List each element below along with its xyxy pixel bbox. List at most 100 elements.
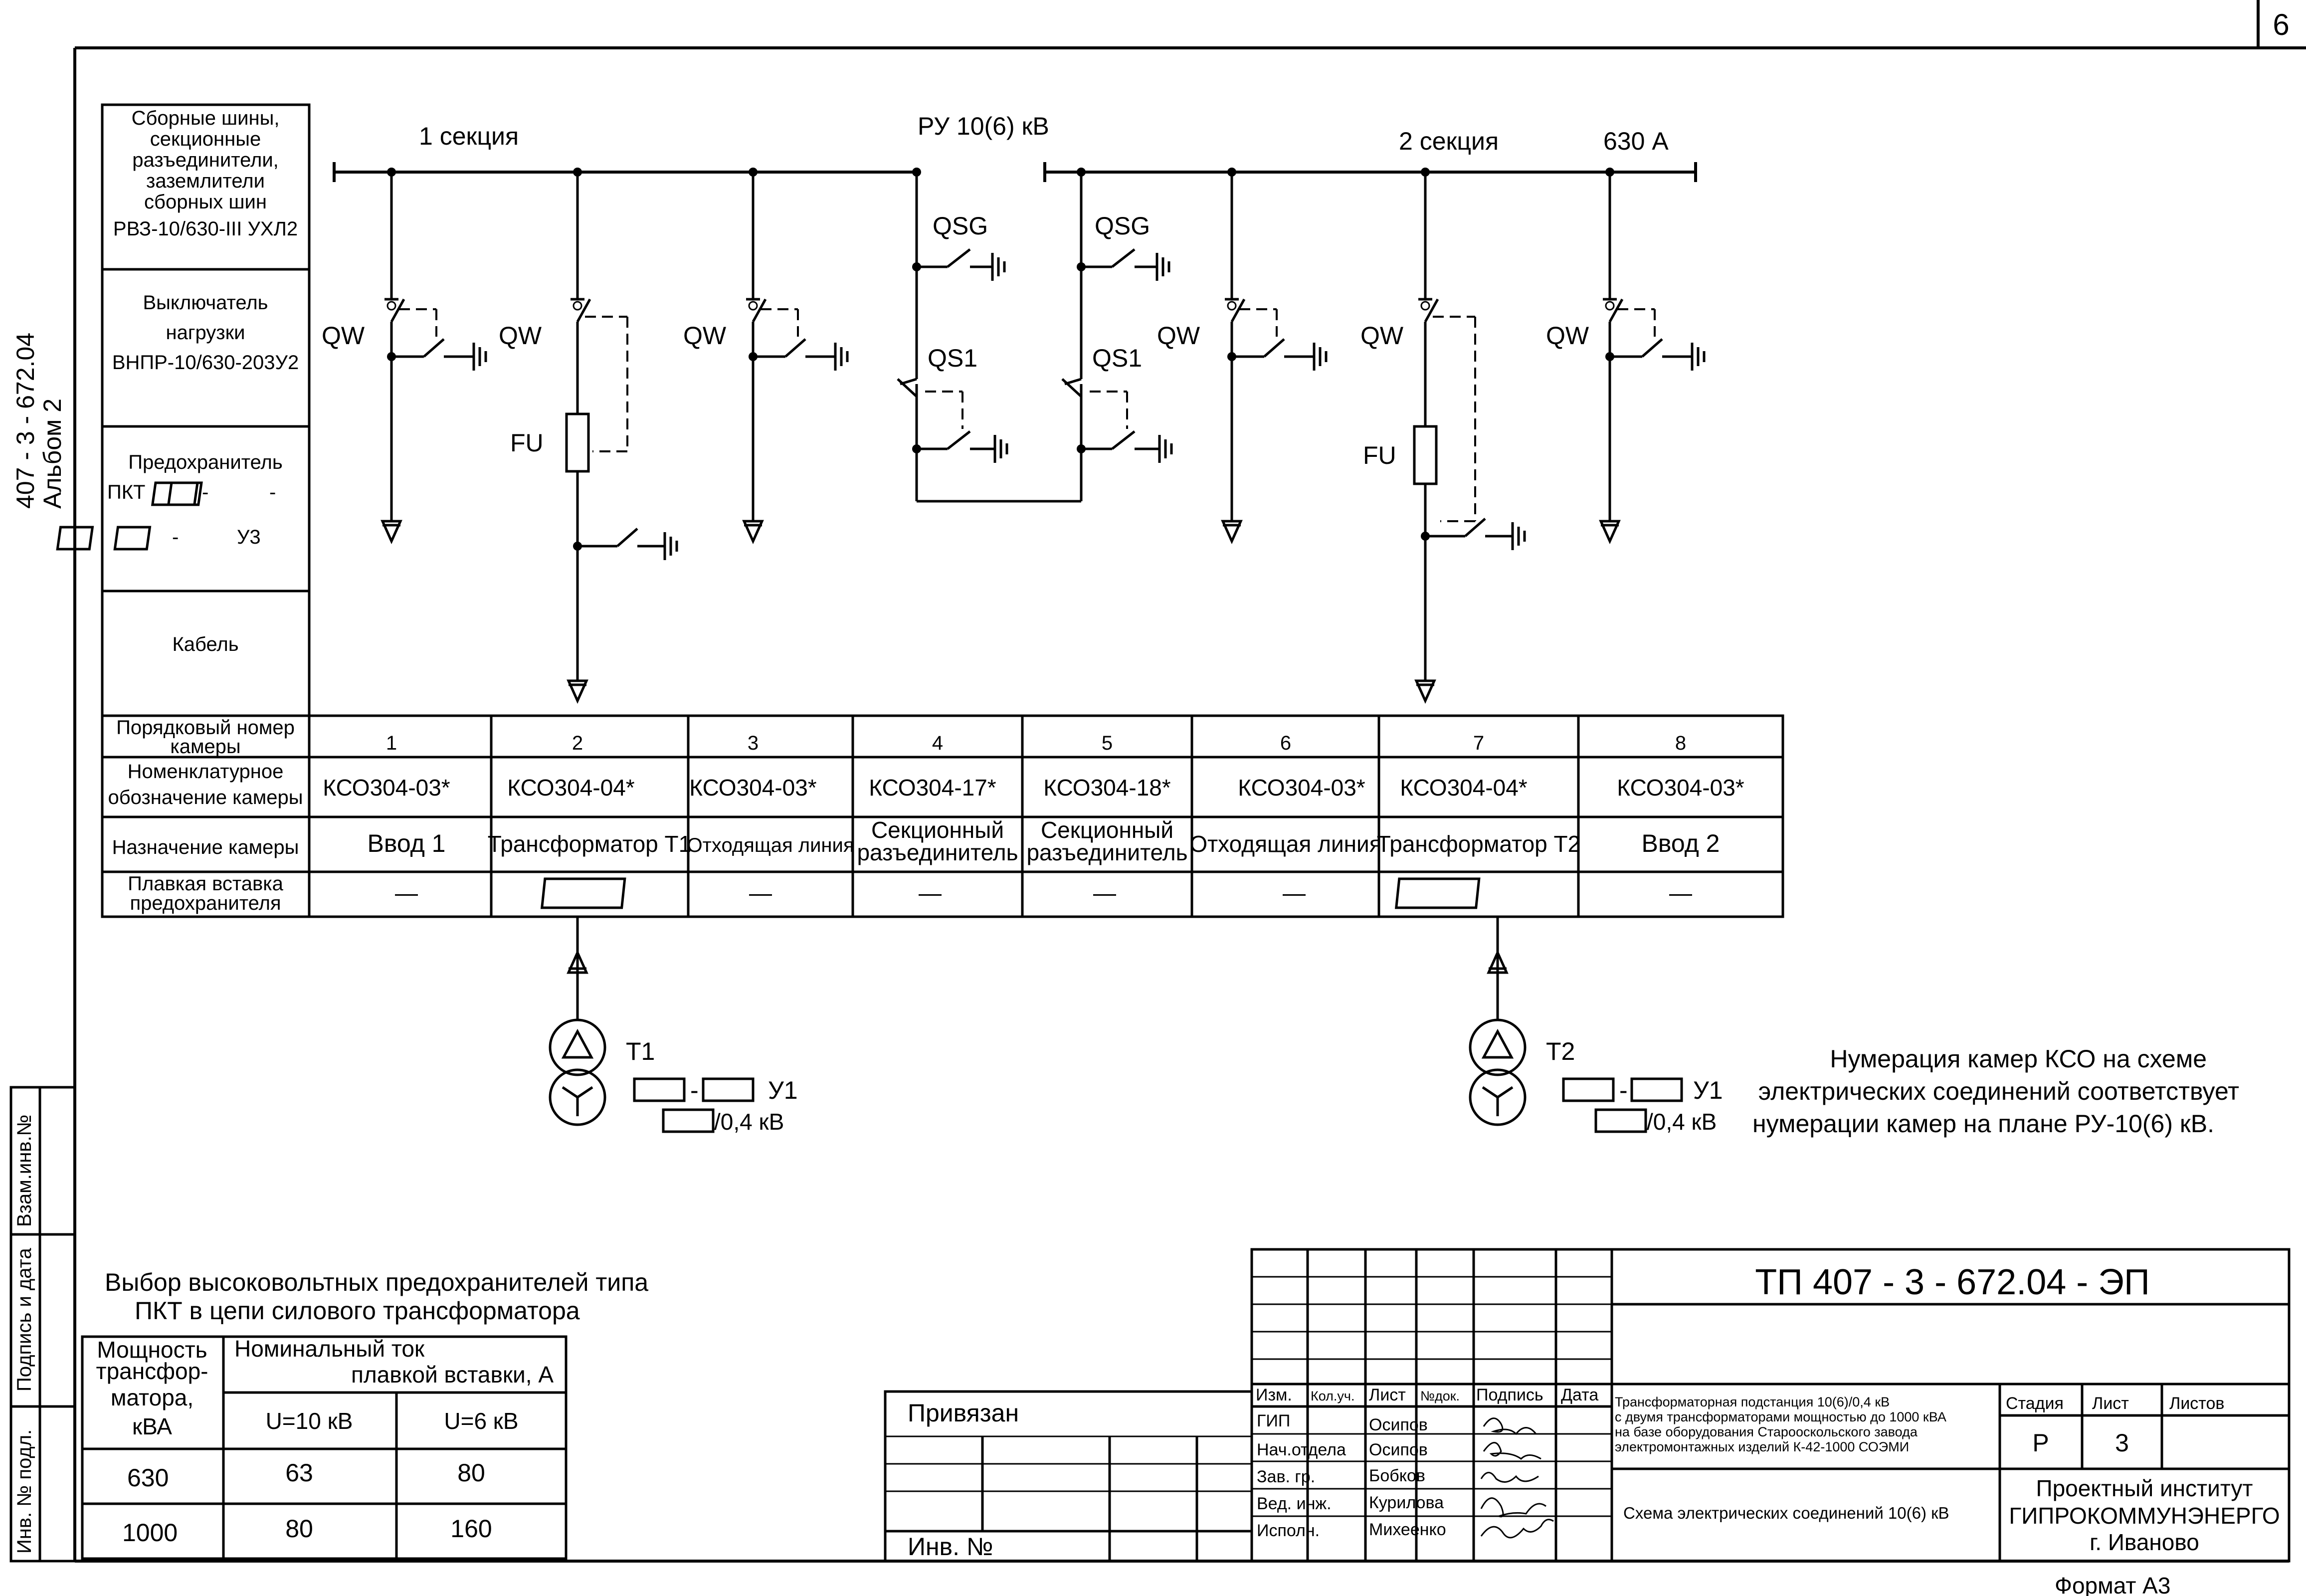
svg-text:обозначение камеры: обозначение камеры [108, 787, 303, 808]
bus-rating-label: 630 А [1603, 127, 1669, 155]
svg-text:секционные: секционные [150, 128, 261, 150]
qw-label: QW [499, 322, 542, 350]
album-number: Альбом 2 [38, 399, 66, 509]
svg-text:/0,4 кВ: /0,4 кВ [714, 1109, 784, 1135]
svg-text:-: - [202, 481, 208, 503]
svg-text:Секционный: Секционный [1041, 817, 1173, 843]
svg-text:Трансформатор Т1: Трансформатор Т1 [488, 831, 691, 857]
binding-block: Привязан Инв. № [884, 1390, 1253, 1563]
svg-text:матора,: матора, [111, 1385, 193, 1410]
svg-text:ПКТ в цепи силового трансформа: ПКТ в цепи силового трансформатора [135, 1297, 580, 1325]
svg-text:—: — [749, 880, 772, 906]
legend-cable: Кабель [172, 633, 238, 655]
svg-text:Секционный: Секционный [871, 817, 1004, 843]
svg-text:КСО304-03*: КСО304-03* [1238, 775, 1365, 800]
svg-text:ГИП: ГИП [1257, 1411, 1290, 1430]
svg-text:Нач.отдела: Нач.отдела [1257, 1440, 1346, 1459]
qsg-label-2: QSG [1095, 212, 1150, 240]
svg-text:кВА: кВА [132, 1413, 172, 1439]
svg-text:6: 6 [1280, 732, 1291, 754]
svg-text:U=6 кВ: U=6 кВ [444, 1408, 518, 1434]
fuse-table-title: Выбор высоковольтных предохранителей тип… [105, 1268, 648, 1296]
album-code: 407 - 3 - 672.04 [11, 333, 39, 509]
svg-text:ГИПРОКОММУНЭНЕРГО: ГИПРОКОММУНЭНЕРГО [2009, 1503, 2280, 1529]
svg-text:Изм.: Изм. [1256, 1386, 1292, 1404]
title-block: ТП 407 - 3 - 672.04 - ЭП Изм. Кол.уч. Ли… [1250, 1248, 2291, 1563]
svg-text:плавкой вставки, А: плавкой вставки, А [351, 1362, 554, 1388]
svg-text:Дата: Дата [1561, 1386, 1598, 1404]
fuse-table: Выбор высоковольтных предохранителей тип… [81, 1268, 648, 1560]
svg-text:Лист: Лист [2092, 1394, 2129, 1413]
qw-label: QW [1360, 322, 1404, 350]
svg-text:предохранителя: предохранителя [130, 892, 281, 914]
feeder-7: QW FU [1360, 168, 1525, 704]
svg-text:КСО304-17*: КСО304-17* [869, 775, 996, 800]
svg-text:Бобков: Бобков [1369, 1466, 1425, 1485]
svg-text:Вед. инж.: Вед. инж. [1257, 1494, 1332, 1513]
doc-code: ТП 407 - 3 - 672.04 - ЭП [1755, 1262, 2150, 1302]
qsg-label-1: QSG [933, 212, 988, 240]
svg-text:заземлители: заземлители [146, 170, 265, 192]
qw-label: QW [683, 322, 727, 350]
svg-text:Плавкая вставка: Плавкая вставка [128, 873, 284, 895]
svg-text:РВЗ-10/630-III УХЛ2: РВЗ-10/630-III УХЛ2 [113, 218, 298, 240]
svg-text:Михеенко: Михеенко [1369, 1520, 1446, 1539]
svg-text:—: — [1093, 880, 1116, 906]
binding-inv: Инв. № [908, 1533, 993, 1561]
section1-label: 1 секция [419, 122, 519, 150]
svg-text:У3: У3 [237, 526, 261, 548]
svg-text:электрических соединений соотв: электрических соединений соответствует [1758, 1077, 2239, 1105]
busbars: 1 секция РУ 10(6) кВ 2 секция 630 А [333, 112, 1697, 182]
svg-text:Отходящая линия: Отходящая линия [687, 834, 854, 856]
svg-text:Номенклатурное: Номенклатурное [128, 761, 284, 783]
feeder-6: QW [1157, 168, 1326, 541]
svg-text:У1: У1 [768, 1076, 798, 1104]
svg-text:Осипов: Осипов [1369, 1415, 1428, 1434]
svg-text:нагрузки: нагрузки [166, 322, 245, 344]
stamp-inv-podl: Инв. № подл. [13, 1429, 35, 1554]
stamp-podpis-data: Подпись и дата [13, 1248, 35, 1392]
svg-text:U=10 кВ: U=10 кВ [266, 1408, 353, 1434]
roles: ГИП Осипов Нач.отдела Осипов Зав. гр. Бо… [1257, 1411, 1446, 1540]
svg-text:630: 630 [127, 1464, 169, 1492]
svg-text:-: - [269, 481, 276, 503]
svg-text:Ввод 2: Ввод 2 [1642, 829, 1720, 857]
legend-fuse: Предохранитель ПКТ - - - У3 [56, 451, 283, 551]
svg-text:У1: У1 [1693, 1076, 1723, 1104]
svg-text:Нумерация камер КСО на схеме: Нумерация камер КСО на схеме [1830, 1045, 2207, 1073]
legend-busbars: Сборные шины, секционные разъединители, … [113, 107, 298, 240]
svg-text:Листов: Листов [2169, 1394, 2224, 1413]
svg-text:Подпись: Подпись [1476, 1386, 1543, 1404]
sectionalizer: QSG QS1 QSG QS1 [897, 168, 1171, 503]
svg-text:2: 2 [572, 732, 583, 754]
svg-text:Трансформаторная подстанция 10: Трансформаторная подстанция 10(6)/0,4 кВ [1615, 1395, 1890, 1409]
stage-value: Р [2032, 1429, 2049, 1457]
svg-text:160: 160 [450, 1515, 492, 1543]
svg-text:разъединители,: разъединители, [132, 149, 279, 171]
stamp-vzam-inv: Взам.инв.№ [13, 1114, 35, 1227]
qw-label: QW [322, 322, 365, 350]
legend-switch: Выключатель нагрузки ВНПР-10/630-203У2 [112, 292, 299, 374]
svg-text:Осипов: Осипов [1369, 1440, 1428, 1459]
svg-text:Назначение камеры: Назначение камеры [112, 836, 299, 858]
section2-label: 2 секция [1399, 127, 1499, 155]
feeder-3: QW [683, 168, 847, 541]
album-label: 407 - 3 - 672.04 Альбом 2 [11, 333, 66, 509]
qs1-label-2: QS1 [1092, 344, 1142, 372]
svg-text:Зав. гр.: Зав. гр. [1257, 1467, 1315, 1486]
svg-text:-: - [690, 1076, 699, 1104]
svg-text:5: 5 [1102, 732, 1113, 754]
svg-text:Исполн.: Исполн. [1257, 1521, 1320, 1540]
svg-text:ПКТ: ПКТ [107, 481, 145, 503]
svg-text:—: — [919, 880, 942, 906]
signatures [1480, 1417, 1554, 1539]
qs1-label-1: QS1 [928, 344, 977, 372]
svg-text:4: 4 [932, 732, 943, 754]
svg-text:—: — [395, 880, 418, 906]
svg-text:/0,4 кВ: /0,4 кВ [1647, 1109, 1717, 1135]
cell-table: Порядковый номер камеры Номенклатурное о… [101, 714, 1784, 918]
sheet-title: Схема электрических соединений 10(6) кВ [1623, 1504, 1949, 1522]
fu-label: FU [510, 429, 544, 457]
svg-text:разъединитель: разъединитель [857, 839, 1018, 865]
